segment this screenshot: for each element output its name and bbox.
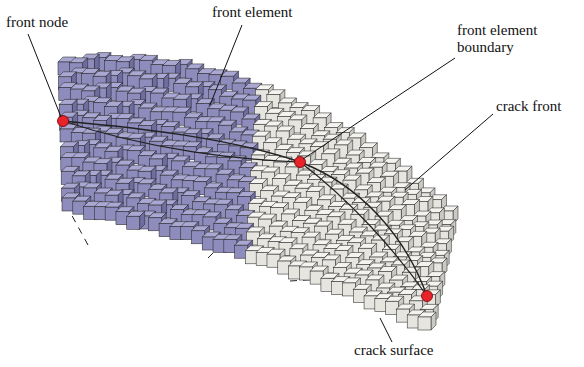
voxel-face xyxy=(418,317,431,330)
front-node-dot xyxy=(58,116,69,127)
voxel-cube xyxy=(127,211,145,229)
leader-line xyxy=(380,318,392,342)
voxel-face xyxy=(59,88,72,101)
leader-line xyxy=(28,34,61,117)
voxel-face xyxy=(431,312,436,330)
voxel-cube xyxy=(418,312,436,330)
dashed-lines xyxy=(70,212,338,281)
leader-line xyxy=(303,58,455,159)
voxel-face xyxy=(140,211,145,229)
crack-front-curves xyxy=(58,116,433,302)
callout-label: crack surface xyxy=(354,342,434,359)
callout-label: front element boundary xyxy=(457,22,557,57)
voxel-cube xyxy=(59,99,77,117)
leader-lines xyxy=(28,25,493,342)
leader-line xyxy=(210,25,242,105)
voxel-mesh xyxy=(58,53,458,330)
element-edge xyxy=(63,121,300,162)
callout-label: front node xyxy=(6,14,68,31)
voxel-face xyxy=(127,216,140,229)
front-node-dot xyxy=(422,291,433,302)
callout-label: crack front xyxy=(496,98,561,115)
crack-front-curve xyxy=(63,121,427,296)
callout-label: front element xyxy=(212,4,292,21)
leader-line xyxy=(405,114,493,190)
element-edge xyxy=(300,162,427,296)
